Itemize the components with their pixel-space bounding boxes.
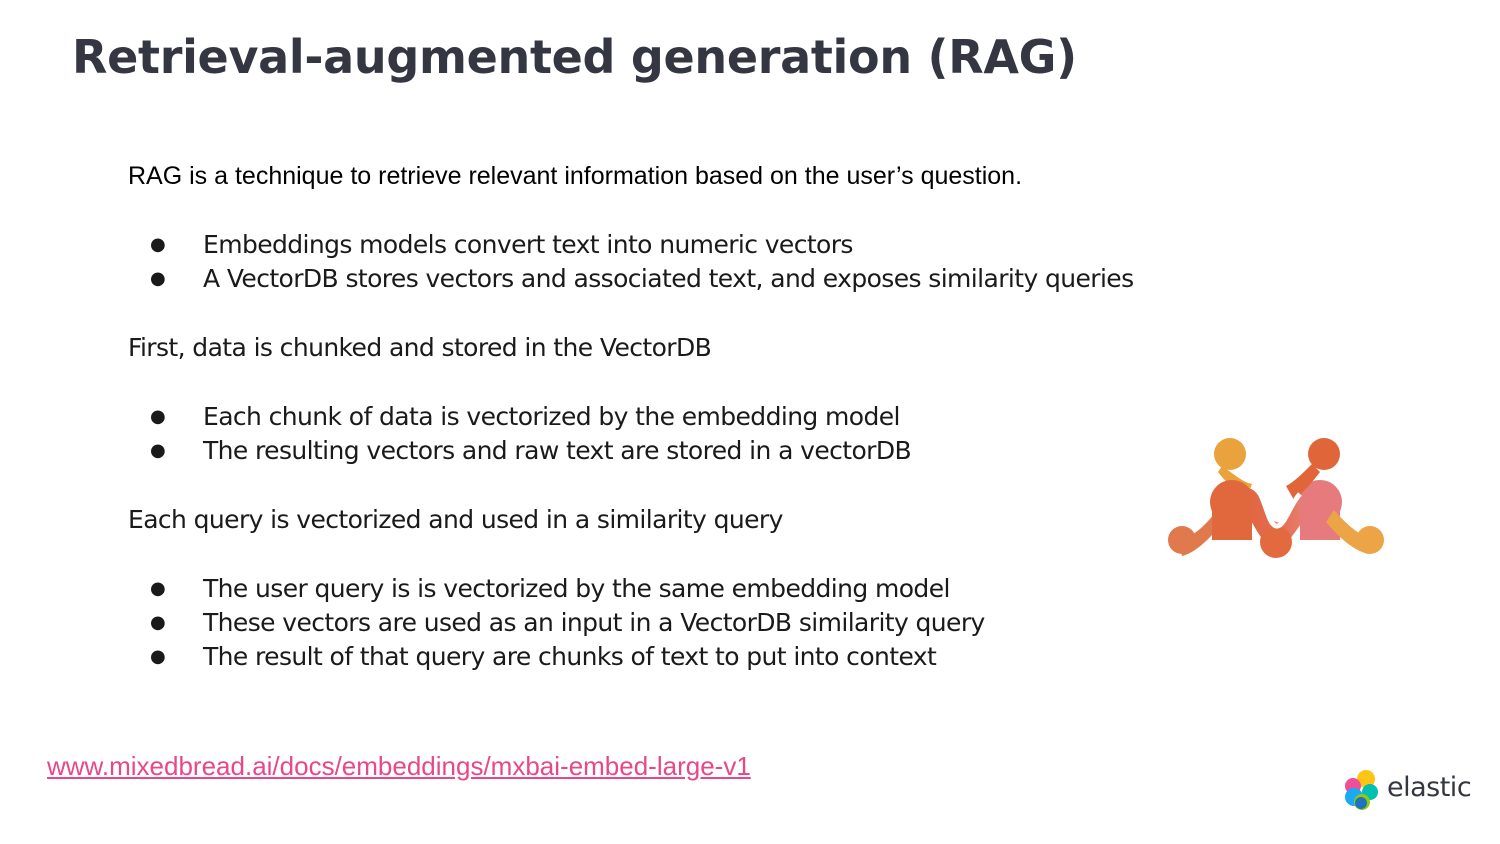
elastic-logo-icon [1345,770,1378,810]
bullet-marker: ● [150,612,166,633]
bullet-item: The user query is is vectorized by the s… [203,574,950,603]
bullet-item: The result of that query are chunks of t… [203,642,937,671]
bullet-item: These vectors are used as an input in a … [203,608,985,637]
bullet-marker: ● [150,646,166,667]
section-heading: Each query is vectorized and used in a s… [128,505,783,534]
slide-title: Retrieval-augmented generation (RAG) [72,30,1077,84]
section-heading: First, data is chunked and stored in the… [128,333,712,362]
bullet-item: A VectorDB stores vectors and associated… [203,264,1134,293]
bullet-marker: ● [150,406,166,427]
bullet-marker: ● [150,440,166,461]
bullet-item: Each chunk of data is vectorized by the … [203,402,901,431]
bullet-marker: ● [150,234,166,255]
elastic-wordmark: elastic [1387,772,1472,803]
bullet-marker: ● [150,578,166,599]
docs-link[interactable]: www.mixedbread.ai/docs/embeddings/mxbai-… [47,751,751,781]
intro-text: RAG is a technique to retrieve relevant … [128,162,1023,190]
bullet-marker: ● [150,268,166,289]
mixedbread-logo-icon [1168,438,1384,558]
bullet-item: Embeddings models convert text into nume… [203,230,853,259]
bullet-item: The resulting vectors and raw text are s… [203,436,912,465]
